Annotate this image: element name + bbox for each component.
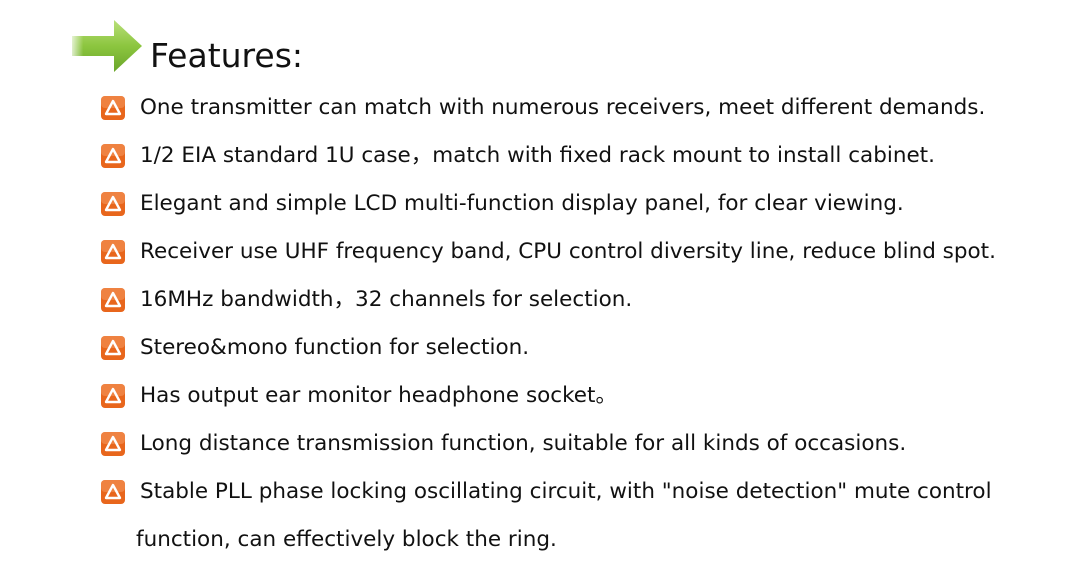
orange-triangle-bullet-icon (101, 96, 125, 120)
feature-text: Receiver use UHF frequency band, CPU con… (140, 239, 996, 264)
list-item: Elegant and simple LCD multi-function di… (100, 180, 1070, 228)
list-item: Stable PLL phase locking oscillating cir… (100, 468, 1070, 564)
orange-triangle-bullet-icon (101, 432, 125, 456)
list-item: Receiver use UHF frequency band, CPU con… (100, 228, 1070, 276)
list-item: 16MHz bandwidth，32 channels for selectio… (100, 276, 1070, 324)
list-item: Stereo&mono function for selection. (100, 324, 1070, 372)
list-item: One transmitter can match with numerous … (100, 84, 1070, 132)
feature-text: Long distance transmission function, sui… (140, 431, 907, 456)
feature-text: One transmitter can match with numerous … (140, 95, 986, 120)
feature-text-line-2: function, can effectively block the ring… (136, 527, 557, 552)
list-item: 1/2 EIA standard 1U case，match with fixe… (100, 132, 1070, 180)
page-title: Features: (150, 36, 304, 75)
feature-text-line-1: Stable PLL phase locking oscillating cir… (140, 479, 992, 504)
features-header: Features: (68, 14, 468, 84)
orange-triangle-bullet-icon (101, 240, 125, 264)
feature-text: 16MHz bandwidth，32 channels for selectio… (140, 287, 633, 312)
orange-triangle-bullet-icon (101, 480, 125, 504)
orange-triangle-bullet-icon (101, 192, 125, 216)
orange-triangle-bullet-icon (101, 336, 125, 360)
green-arrow-icon (68, 20, 142, 72)
feature-text: 1/2 EIA standard 1U case，match with fixe… (140, 143, 935, 168)
feature-text: Elegant and simple LCD multi-function di… (140, 191, 904, 216)
orange-triangle-bullet-icon (101, 384, 125, 408)
feature-text: Stable PLL phase locking oscillating cir… (136, 468, 1060, 564)
feature-text: Has output ear monitor headphone socket。 (140, 383, 617, 408)
orange-triangle-bullet-icon (101, 288, 125, 312)
feature-text: Stereo&mono function for selection. (140, 335, 530, 360)
feature-list: One transmitter can match with numerous … (100, 84, 1070, 564)
orange-triangle-bullet-icon (101, 144, 125, 168)
list-item: Long distance transmission function, sui… (100, 420, 1070, 468)
list-item: Has output ear monitor headphone socket。 (100, 372, 1070, 420)
